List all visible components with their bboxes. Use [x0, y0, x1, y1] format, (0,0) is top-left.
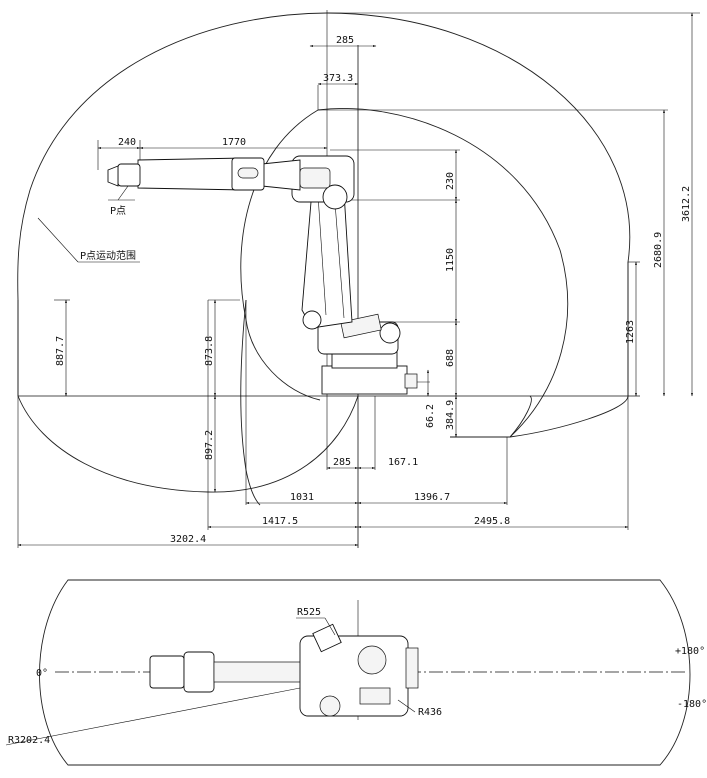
right-lower-envelope-2 — [509, 395, 532, 438]
dim-reach-1417: 1417.5 — [262, 516, 298, 527]
label-angle-pos: +180° — [675, 646, 705, 657]
dim-top-offset: 285 — [336, 35, 354, 46]
inner-envelope — [240, 109, 321, 401]
label-r3202: R3202.4 — [8, 735, 50, 746]
top-view: R525 R436 R3202.4 0° +180° -180° — [5, 579, 707, 766]
label-angle-zero: 0° — [36, 668, 48, 679]
label-r525: R525 — [297, 607, 321, 618]
bottom-envelope — [17, 395, 359, 493]
label-r436: R436 — [418, 707, 442, 718]
dim-arm-length: 1770 — [222, 137, 246, 148]
dim-wrist-height: 230 — [445, 172, 456, 190]
dim-height-2680: 2680.9 — [653, 232, 664, 268]
robot-side — [107, 155, 418, 395]
robot-top — [149, 623, 419, 717]
dim-wrist-length: 240 — [118, 137, 136, 148]
label-angle-neg: -180° — [677, 699, 707, 710]
side-view: 285 373.3 240 1770 P点 P点运动范围 230 1150 68… — [17, 10, 700, 548]
dim-bottom-285: 285 — [333, 457, 351, 468]
dim-left-887: 887.7 — [55, 336, 66, 366]
dim-below-base: 384.9 — [445, 400, 456, 430]
dim-reach-3202: 3202.4 — [170, 534, 206, 545]
dim-reach-1031: 1031 — [290, 492, 314, 503]
dim-inner-873: 873.8 — [204, 336, 215, 366]
dim-reach-1396: 1396.7 — [414, 492, 450, 503]
dim-bottom-167: 167.1 — [388, 457, 418, 468]
dim-inner-897: 897.2 — [204, 430, 215, 460]
outer-envelope-left — [17, 12, 328, 396]
label-p-point: P点 — [110, 205, 126, 217]
inner-envelope-right — [317, 108, 569, 438]
top-envelope — [39, 579, 691, 766]
right-lower-envelope — [450, 395, 629, 438]
dim-upper-arm-height: 1150 — [445, 248, 456, 272]
dim-base-plate: 66.2 — [425, 404, 436, 428]
dim-base-height: 688 — [445, 349, 456, 367]
dim-max-height: 3612.2 — [681, 186, 692, 222]
dim-arm-offset: 373.3 — [323, 73, 353, 84]
inner-envelope-lower — [240, 299, 261, 506]
dim-reach-2495: 2495.8 — [474, 516, 510, 527]
label-p-range: P点运动范围 — [80, 249, 136, 262]
dim-height-1263: 1263 — [625, 320, 636, 344]
outer-envelope — [326, 12, 631, 396]
